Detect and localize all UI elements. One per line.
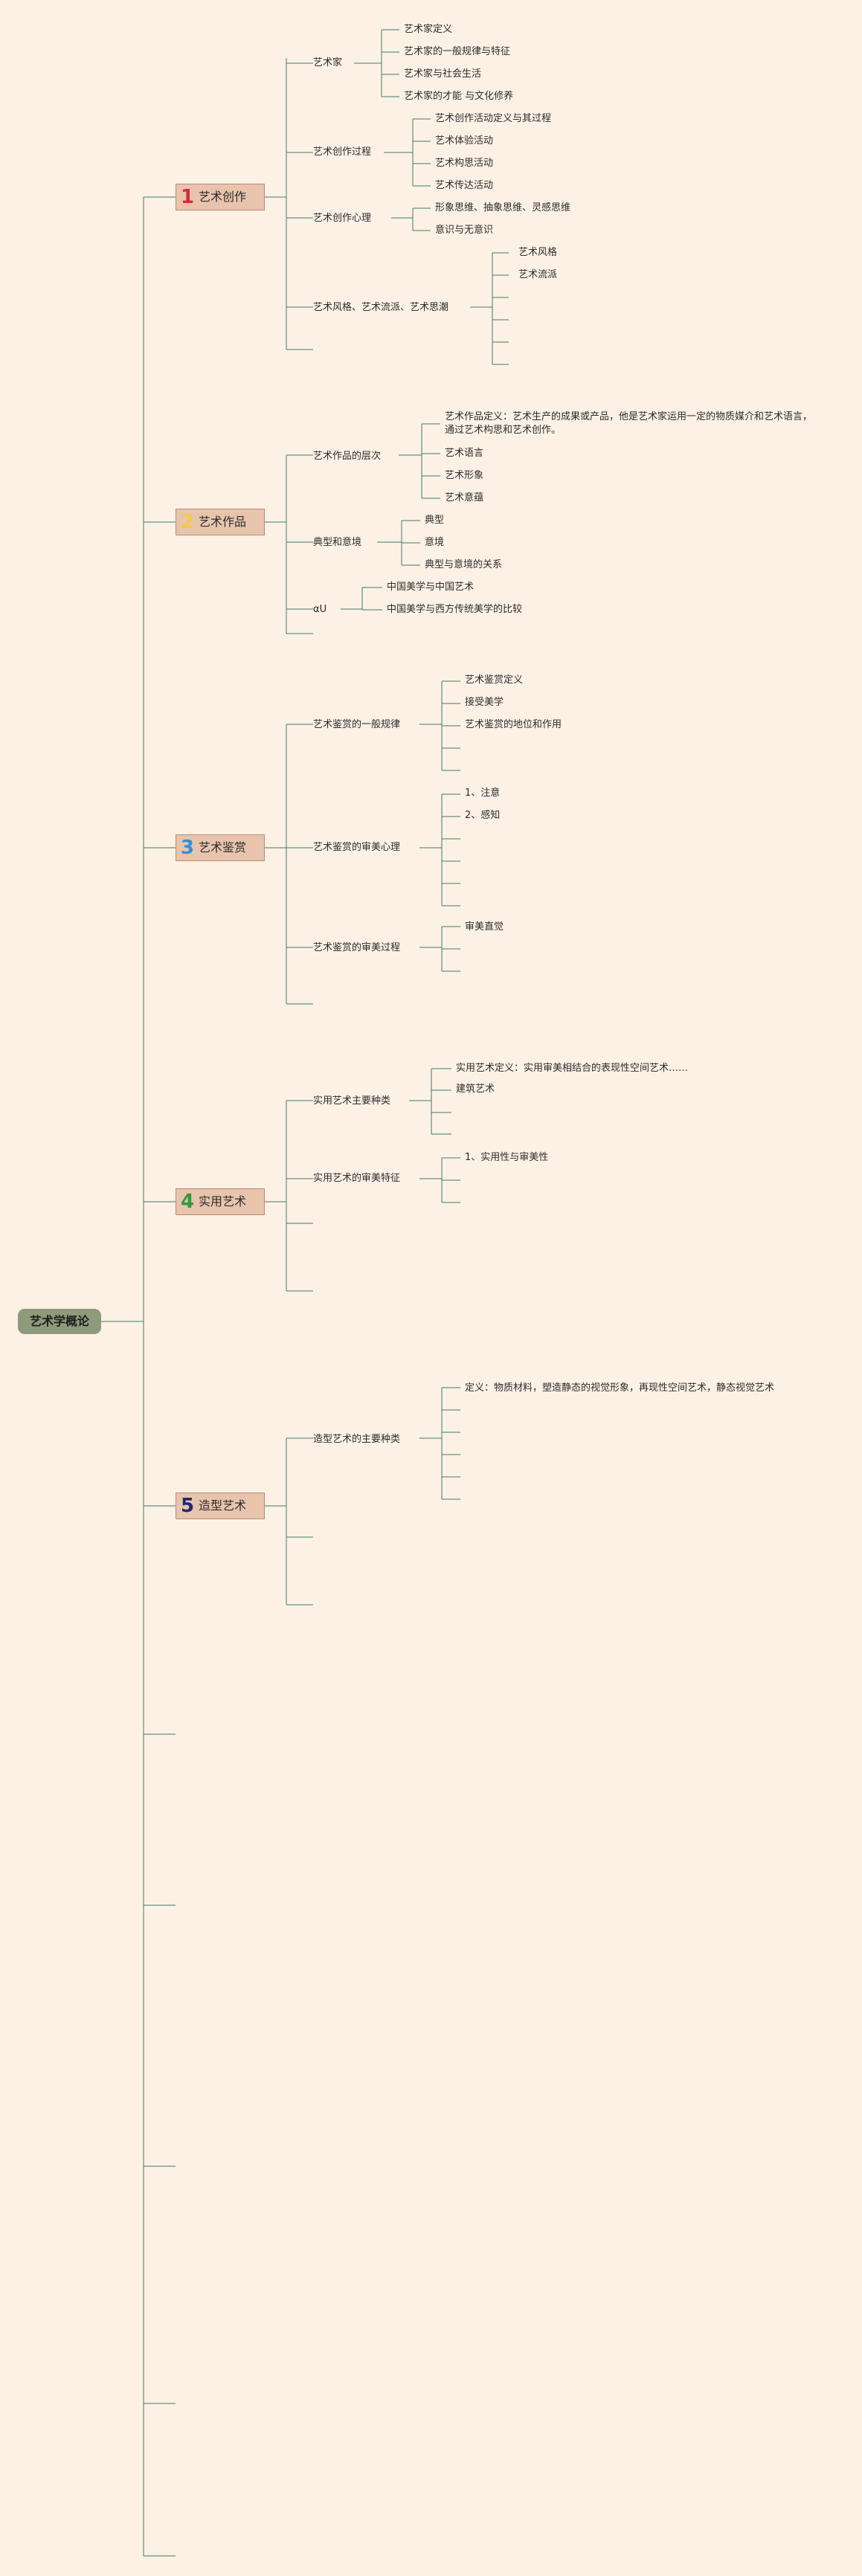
leaf-conception-activity[interactable]: 艺术构思活动 (435, 158, 494, 169)
topic-plastic-art-types[interactable]: 造型艺术的主要种类 (313, 1434, 401, 1445)
leaf-experience-activity[interactable]: 艺术体验活动 (435, 135, 494, 146)
branch-node-3[interactable]: 3 艺术鉴赏 (176, 834, 265, 861)
leaf-typical-conception-relation[interactable]: 典型与意境的关系 (425, 559, 503, 570)
leaf-art-connotation[interactable]: 艺术意蕴 (445, 492, 484, 503)
topic-appreciation-psychology[interactable]: 艺术鉴赏的审美心理 (313, 842, 401, 853)
topic-creation-process[interactable]: 艺术创作过程 (313, 146, 372, 158)
branch-label-4: 实用艺术 (199, 1194, 247, 1208)
branch-node-4[interactable]: 4 实用艺术 (176, 1188, 265, 1215)
leaf-typical[interactable]: 典型 (425, 515, 445, 526)
topic-appreciation-process[interactable]: 艺术鉴赏的审美过程 (313, 942, 401, 953)
branch-node-2[interactable]: 2 艺术作品 (176, 509, 265, 535)
branch-label-2: 艺术作品 (199, 515, 247, 529)
topic-applied-art-features[interactable]: 实用艺术的审美特征 (313, 1173, 401, 1184)
topic-style-school-trend[interactable]: 艺术风格、艺术流派、艺术思潮 (313, 302, 449, 313)
leaf-perception[interactable]: 2、感知 (465, 810, 501, 821)
leaf-creation-definition[interactable]: 艺术创作活动定义与其过程 (435, 113, 552, 124)
leaf-attention[interactable]: 1、注意 (465, 788, 501, 799)
leaf-aesthetics-comparison[interactable]: 中国美学与西方传统美学的比较 (387, 604, 523, 615)
branch-label-3: 艺术鉴赏 (199, 840, 247, 854)
topic-creation-psychology[interactable]: 艺术创作心理 (313, 213, 372, 224)
topic-appreciation-rules[interactable]: 艺术鉴赏的一般规律 (313, 719, 401, 730)
leaf-architecture-art[interactable]: 建筑艺术 (456, 1083, 495, 1095)
leaf-artist-general-rules[interactable]: 艺术家的一般规律与特征 (404, 46, 511, 57)
leaf-practicality-aesthetics[interactable]: 1、实用性与审美性 (465, 1152, 549, 1163)
root-node[interactable]: 艺术学概论 (18, 1309, 101, 1334)
leaf-artist-definition[interactable]: 艺术家定义 (404, 24, 453, 35)
leaf-art-school[interactable]: 艺术流派 (518, 269, 558, 280)
topic-applied-art-types[interactable]: 实用艺术主要种类 (313, 1095, 391, 1107)
leaf-plastic-art-definition[interactable]: 定义：物质材料，塑造静态的视觉形象，再现性空间艺术，静态视觉艺术 (465, 1382, 775, 1394)
topic-work-levels[interactable]: 艺术作品的层次 (313, 451, 382, 462)
leaf-work-definition[interactable]: 艺术作品定义：艺术生产的成果或产品，他是艺术家运用一定的物质媒介和艺术语言，通过… (445, 411, 813, 436)
topic-typical-artistic-conception[interactable]: 典型和意境 (313, 537, 362, 548)
branch-number-3: 3 (180, 837, 195, 859)
branch-label-5: 造型艺术 (199, 1498, 247, 1513)
leaf-artist-talent[interactable]: 艺术家的才能 与文化修养 (404, 91, 514, 102)
topic-artist[interactable]: 艺术家 (313, 57, 343, 68)
topic-au[interactable]: αU (313, 604, 327, 615)
leaf-expression-activity[interactable]: 艺术传达活动 (435, 180, 494, 191)
leaf-chinese-aesthetics[interactable]: 中国美学与中国艺术 (387, 582, 475, 593)
leaf-artistic-conception[interactable]: 意境 (425, 537, 445, 548)
leaf-aesthetic-intuition[interactable]: 审美直觉 (465, 921, 504, 933)
branch-number-2: 2 (180, 511, 195, 533)
leaf-reception-aesthetics[interactable]: 接受美学 (465, 697, 504, 708)
branch-number-1: 1 (180, 186, 195, 208)
branch-number-5: 5 (180, 1495, 195, 1517)
leaf-appreciation-definition[interactable]: 艺术鉴赏定义 (465, 674, 524, 686)
branch-label-1: 艺术创作 (199, 190, 247, 204)
leaf-thinking-modes[interactable]: 形象思维、抽象思维、灵感思维 (435, 202, 571, 213)
leaf-art-language[interactable]: 艺术语言 (445, 448, 484, 459)
branch-number-4: 4 (180, 1191, 195, 1213)
leaf-appreciation-role[interactable]: 艺术鉴赏的地位和作用 (465, 719, 562, 730)
leaf-artist-social-life[interactable]: 艺术家与社会生活 (404, 68, 482, 80)
leaf-consciousness[interactable]: 意识与无意识 (435, 225, 494, 236)
branch-node-1[interactable]: 1 艺术创作 (176, 184, 265, 210)
leaf-art-style[interactable]: 艺术风格 (518, 247, 558, 258)
branch-node-5[interactable]: 5 造型艺术 (176, 1493, 265, 1519)
leaf-art-image[interactable]: 艺术形象 (445, 470, 484, 481)
leaf-applied-art-definition[interactable]: 实用艺术定义：实用审美相结合的表现性空间艺术…… (456, 1063, 689, 1074)
